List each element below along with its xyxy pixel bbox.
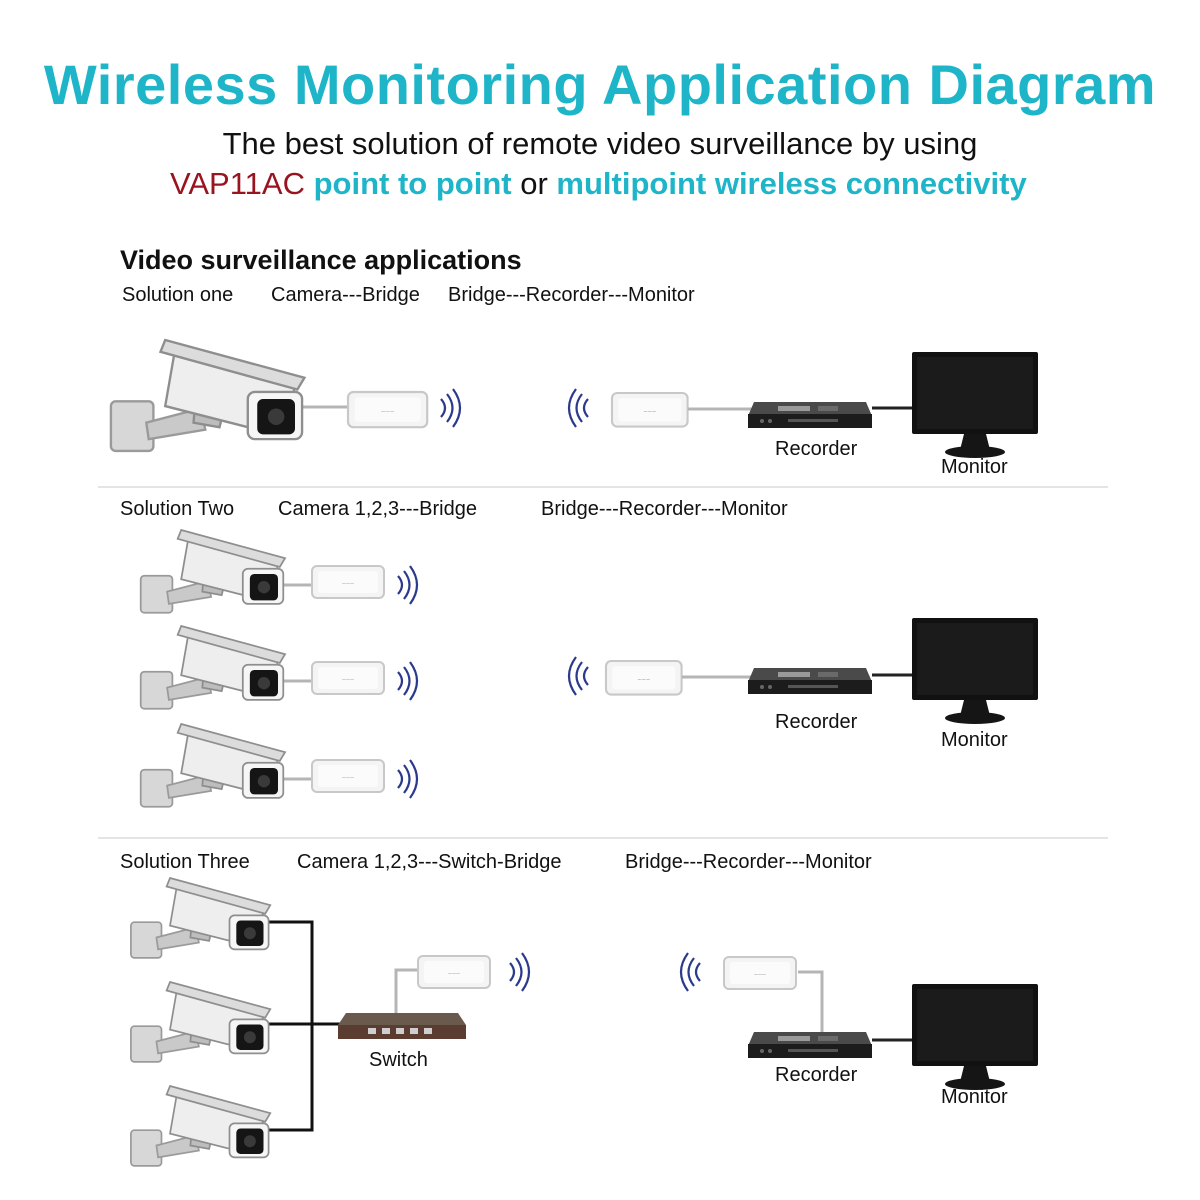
monitor-label: Monitor	[941, 456, 1008, 478]
solution-two-recorder-side: Bridge---Recorder---Monitor	[541, 498, 788, 520]
solution-two-camera-side: Camera 1,2,3---Bridge	[278, 498, 477, 520]
solution-two-name: Solution Two	[120, 498, 235, 520]
bridge-icon	[311, 565, 385, 599]
wireless-signal-icon	[396, 564, 419, 606]
bridge-icon	[346, 390, 429, 429]
monitor-icon	[912, 618, 1038, 724]
camera-icon	[139, 723, 286, 808]
solution-one-name: Solution one	[122, 284, 234, 306]
recorder-icon	[748, 402, 872, 428]
solution-one-camera-side: Camera---Bridge	[271, 284, 420, 306]
recorder-icon	[748, 668, 872, 694]
bridge-icon	[610, 391, 689, 428]
bridge-icon	[311, 661, 385, 695]
bridge-icon	[417, 955, 491, 989]
mode-multipoint: multipoint wireless connectivity	[556, 166, 1027, 201]
monitor-icon	[912, 984, 1038, 1090]
solution-three-camera-side: Camera 1,2,3---Switch-Bridge	[297, 851, 562, 873]
camera-icon	[130, 981, 272, 1063]
page-title: Wireless Monitoring Application Diagram	[43, 53, 1157, 116]
solution-one-diagram	[109, 338, 1038, 458]
subtitle-line-2: VAP11AC point to point or multipoint wir…	[170, 166, 1027, 202]
solution-three-name: Solution Three	[120, 851, 250, 873]
bridge-icon	[604, 659, 683, 696]
wireless-signal-icon	[567, 387, 590, 429]
camera-icon	[130, 877, 272, 959]
wireless-signal-icon	[396, 758, 419, 800]
switch-icon	[338, 1013, 466, 1039]
bridge-icon	[311, 759, 385, 793]
camera-icon	[139, 625, 286, 710]
recorder-label: Recorder	[775, 1064, 858, 1086]
solution-three-recorder-side: Bridge---Recorder---Monitor	[625, 851, 872, 873]
camera-icon	[139, 529, 286, 614]
wireless-signal-icon	[567, 655, 590, 697]
mode-point-to-point: point to point	[313, 166, 512, 201]
monitor-label: Monitor	[941, 729, 1008, 751]
solution-two-diagram	[139, 529, 1038, 808]
recorder-icon	[748, 1032, 872, 1058]
camera-icon	[130, 1085, 272, 1167]
wireless-signal-icon	[439, 387, 462, 429]
wireless-signal-icon	[508, 951, 531, 993]
solution-one-recorder-side: Bridge---Recorder---Monitor	[448, 284, 695, 306]
recorder-label: Recorder	[775, 438, 858, 460]
switch-label: Switch	[369, 1049, 428, 1071]
monitor-label: Monitor	[941, 1086, 1008, 1108]
subtitle-line-1: The best solution of remote video survei…	[222, 126, 978, 161]
solution-three-diagram	[130, 877, 1038, 1167]
connector-or: or	[520, 166, 548, 201]
wireless-signal-icon	[679, 951, 702, 993]
wireless-signal-icon	[396, 660, 419, 702]
recorder-label: Recorder	[775, 711, 858, 733]
section-title: Video surveillance applications	[120, 245, 522, 275]
bridge-icon	[723, 956, 797, 990]
camera-icon	[109, 338, 306, 453]
model-name: VAP11AC	[170, 166, 305, 201]
monitor-icon	[912, 352, 1038, 458]
